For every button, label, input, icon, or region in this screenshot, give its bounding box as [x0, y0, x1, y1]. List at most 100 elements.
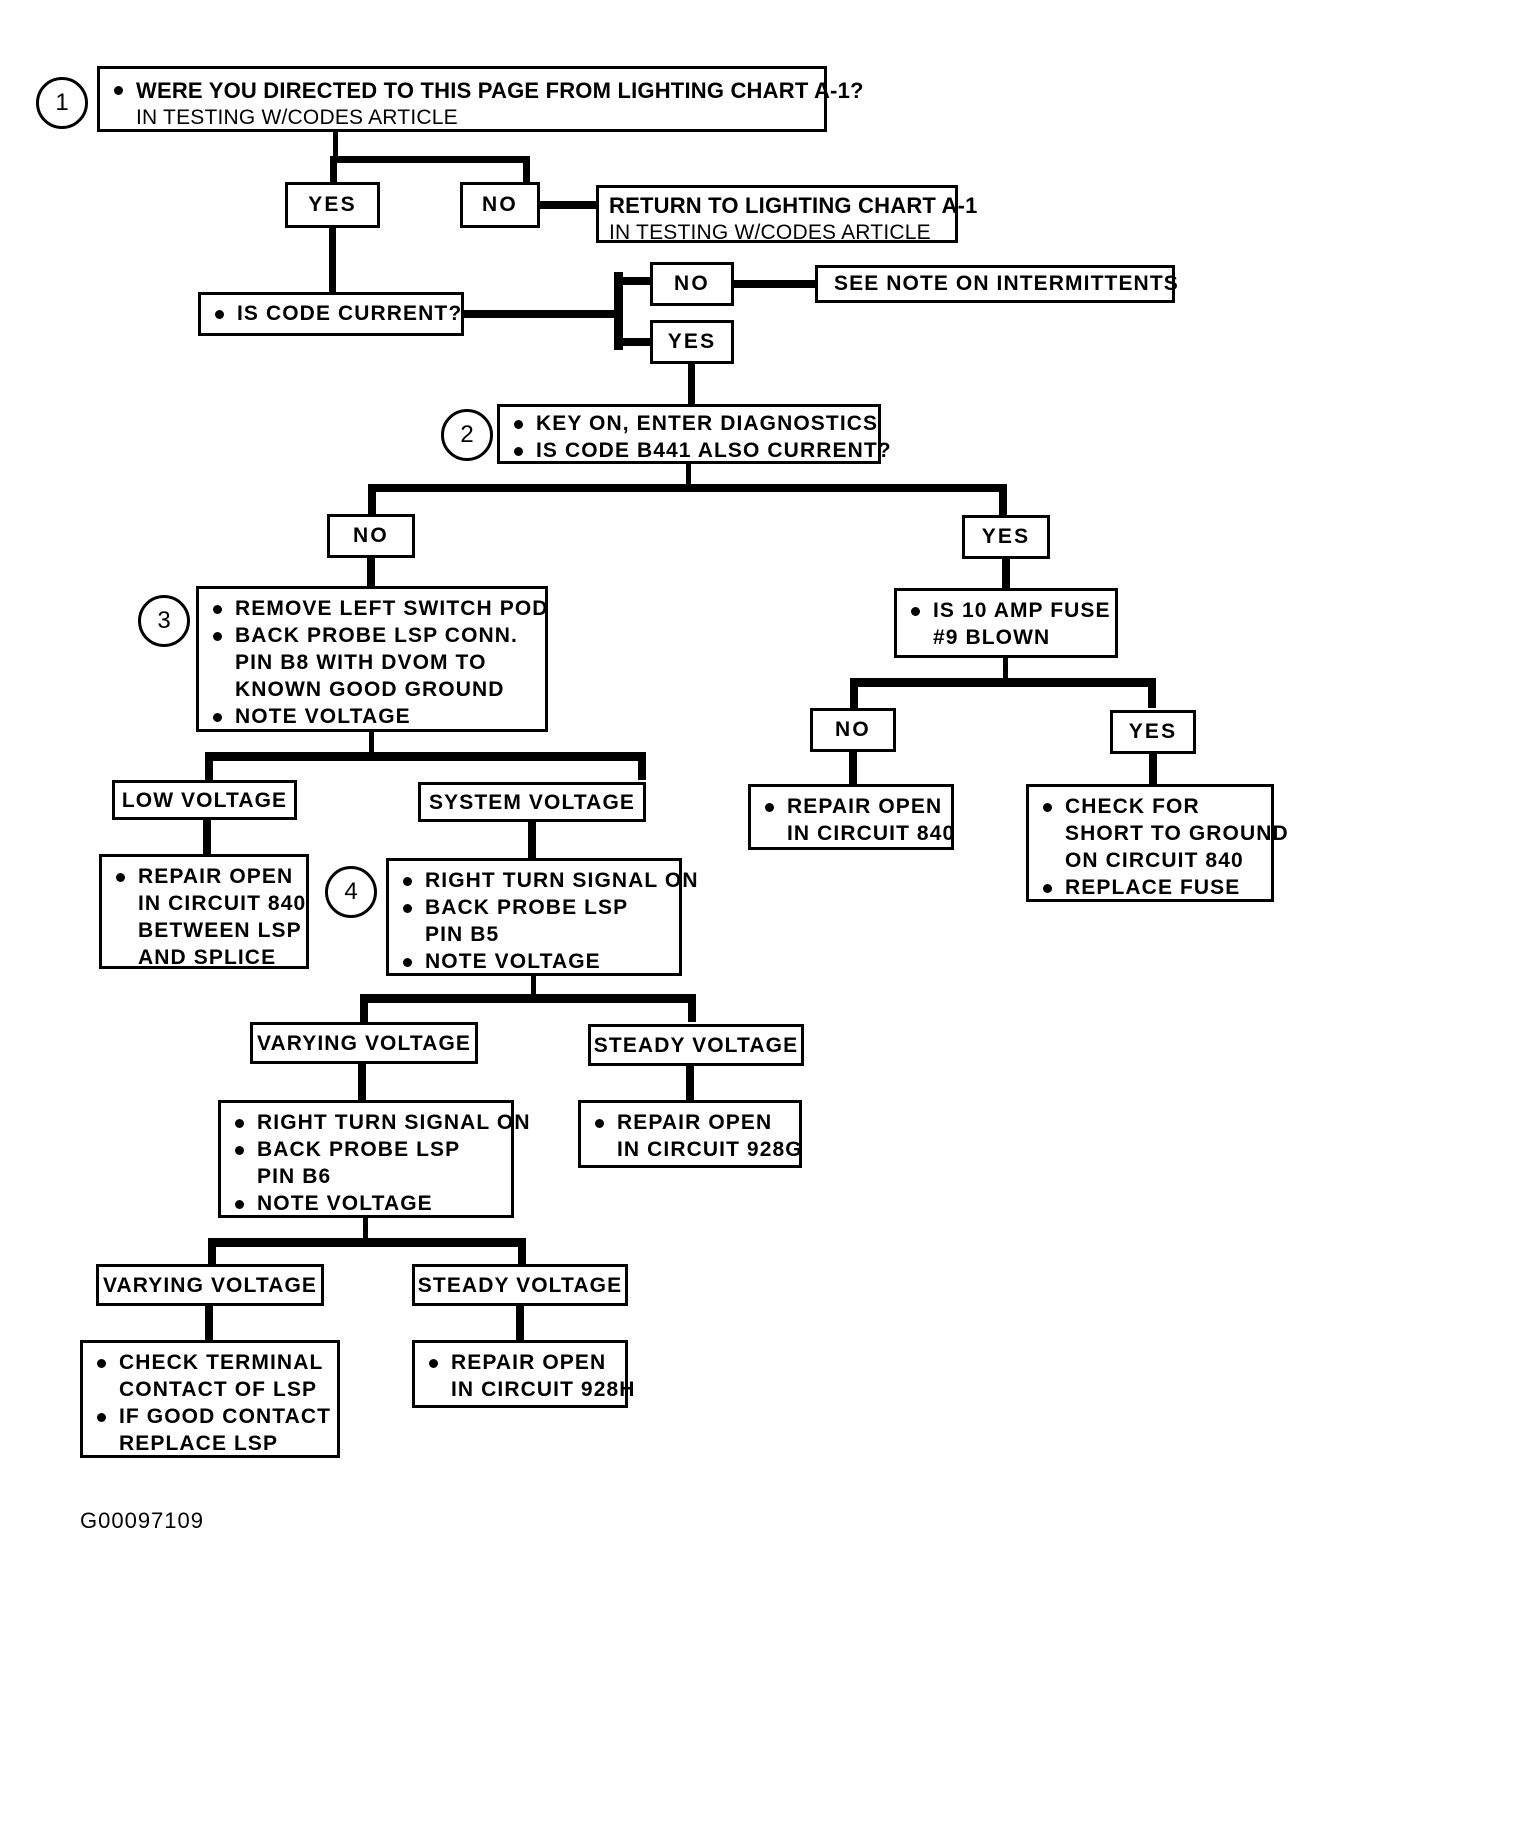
connector: [368, 484, 376, 516]
connector: [208, 1238, 216, 1264]
connector: [614, 272, 623, 350]
node-return-line1: RETURN TO LIGHTING CHART A-1: [609, 193, 978, 218]
connector: [333, 132, 338, 160]
node-check-short-line1: CHECK FOR: [1039, 794, 1257, 821]
connector: [369, 732, 374, 756]
node-remove-line1: REMOVE LEFT SWITCH POD: [209, 596, 547, 623]
node-probe-b5-line2: BACK PROBE LSP: [399, 895, 665, 922]
connector: [208, 1238, 526, 1247]
node-check-terminal-line1: CHECK TERMINAL: [93, 1350, 323, 1377]
node-low-voltage: LOW VOLTAGE: [112, 780, 297, 820]
connector: [205, 752, 213, 780]
connector: [360, 994, 696, 1003]
node-repair-840-splice-line4: AND SPLICE: [138, 945, 277, 969]
node-system-voltage-label: SYSTEM VOLTAGE: [429, 791, 635, 814]
connector: [1148, 678, 1156, 708]
node-is-code-current-label: IS CODE CURRENT?: [211, 301, 461, 328]
connector: [531, 976, 536, 998]
connector: [330, 156, 530, 163]
figure-id: G00097109: [80, 1508, 204, 1533]
node-varying-voltage-2-label: VARYING VOLTAGE: [102, 1274, 318, 1297]
connector: [849, 752, 857, 786]
connector: [363, 1218, 368, 1240]
node-probe-b6-line4: NOTE VOLTAGE: [231, 1191, 497, 1218]
node-is-code-current: IS CODE CURRENT?: [198, 292, 464, 336]
node-repair-840-splice-line2: IN CIRCUIT 840: [138, 891, 307, 915]
node-see-note-label: SEE NOTE ON INTERMITTENTS: [834, 272, 1179, 295]
node-remove-line2: BACK PROBE LSP CONN.: [209, 623, 531, 650]
label-no-1[interactable]: NO: [460, 182, 540, 228]
connector: [688, 364, 695, 409]
node-steady-voltage-2-label: STEADY VOLTAGE: [417, 1274, 623, 1297]
label-yes-2[interactable]: YES: [650, 320, 734, 364]
node-probe-b5-line3: PIN B5: [425, 922, 500, 946]
node-repair-840-line1: REPAIR OPEN: [761, 794, 941, 821]
label-no-fuse[interactable]: NO: [810, 708, 896, 752]
connector: [518, 1238, 526, 1264]
node-repair-928h-line1: REPAIR OPEN: [425, 1350, 611, 1377]
connector: [688, 994, 696, 1022]
label-no-3[interactable]: NO: [327, 514, 415, 558]
connector: [999, 484, 1007, 516]
node-probe-b6-line3: PIN B6: [257, 1164, 332, 1188]
node-check-terminal-line4: REPLACE LSP: [119, 1431, 279, 1455]
node-repair-928g-line1: REPAIR OPEN: [591, 1110, 785, 1137]
label-yes-3[interactable]: YES: [962, 515, 1050, 559]
node-check-terminal-line2: CONTACT OF LSP: [119, 1377, 318, 1401]
step-number-2: 2: [441, 409, 493, 461]
node-steady-voltage-1-label: STEADY VOLTAGE: [593, 1034, 799, 1057]
connector: [528, 822, 536, 860]
connector: [516, 1306, 524, 1342]
node-see-note-intermittents: SEE NOTE ON INTERMITTENTS: [815, 265, 1179, 303]
node-fuse-question: IS 10 AMP FUSE #9 BLOWN: [894, 588, 1118, 658]
label-yes-1[interactable]: YES: [285, 182, 380, 228]
node-remove-line4: KNOWN GOOD GROUND: [235, 677, 505, 701]
node-check-short-line2: SHORT TO GROUND: [1065, 821, 1289, 845]
node-remove-line5: NOTE VOLTAGE: [209, 704, 531, 731]
node-key-on-line2: IS CODE B441 ALSO CURRENT?: [510, 438, 891, 465]
node-steady-voltage-2: STEADY VOLTAGE: [412, 1264, 628, 1306]
step-number-4: 4: [325, 866, 377, 918]
node-key-on-diagnostics: KEY ON, ENTER DIAGNOSTICS IS CODE B441 A…: [497, 404, 891, 465]
node-question-1-line1: WERE YOU DIRECTED TO THIS PAGE FROM LIGH…: [110, 77, 863, 105]
node-fuse-line1: IS 10 AMP FUSE: [907, 598, 1110, 625]
label-no-2[interactable]: NO: [650, 262, 734, 306]
node-repair-840-splice: REPAIR OPEN IN CIRCUIT 840 BETWEEN LSP A…: [99, 854, 309, 969]
connector: [367, 558, 375, 590]
node-system-voltage: SYSTEM VOLTAGE: [418, 782, 646, 822]
connector: [1003, 658, 1008, 680]
connector: [850, 678, 858, 708]
node-varying-voltage-1-label: VARYING VOLTAGE: [256, 1032, 472, 1055]
node-repair-840-line2: IN CIRCUIT 840: [787, 821, 956, 845]
connector: [205, 752, 645, 761]
connector: [538, 201, 600, 209]
node-probe-pin-b6: RIGHT TURN SIGNAL ON BACK PROBE LSP PIN …: [218, 1100, 530, 1218]
node-return-to-chart: RETURN TO LIGHTING CHART A-1 IN TESTING …: [596, 185, 978, 244]
node-check-short-line3: ON CIRCUIT 840: [1065, 848, 1244, 872]
node-varying-voltage-1: VARYING VOLTAGE: [250, 1022, 478, 1064]
connector: [638, 752, 646, 780]
node-remove-line3: PIN B8 WITH DVOM TO: [235, 650, 487, 674]
connector: [523, 156, 530, 184]
connector: [1002, 558, 1010, 590]
node-check-terminal-line3: IF GOOD CONTACT: [93, 1404, 330, 1431]
connector: [732, 280, 818, 288]
connector: [614, 338, 654, 346]
node-repair-840-splice-line3: BETWEEN LSP: [138, 918, 302, 942]
node-repair-928h: REPAIR OPEN IN CIRCUIT 928H: [412, 1340, 634, 1408]
node-repair-928g-line2: IN CIRCUIT 928G: [617, 1137, 803, 1161]
node-probe-b6-line2: BACK PROBE LSP: [231, 1137, 497, 1164]
step-number-3: 3: [138, 595, 190, 647]
connector: [686, 1066, 694, 1102]
node-probe-pin-b5: RIGHT TURN SIGNAL ON BACK PROBE LSP PIN …: [386, 858, 698, 976]
node-check-terminal-contact: CHECK TERMINAL CONTACT OF LSP IF GOOD CO…: [80, 1340, 340, 1458]
node-low-voltage-label: LOW VOLTAGE: [121, 789, 288, 812]
node-question-1-line2: IN TESTING W/CODES ARTICLE: [136, 106, 458, 130]
node-check-short-line4: REPLACE FUSE: [1039, 875, 1257, 902]
connector: [205, 1306, 213, 1342]
connector: [360, 994, 368, 1022]
label-yes-fuse[interactable]: YES: [1110, 710, 1196, 754]
connector: [330, 156, 337, 184]
node-varying-voltage-2: VARYING VOLTAGE: [96, 1264, 324, 1306]
